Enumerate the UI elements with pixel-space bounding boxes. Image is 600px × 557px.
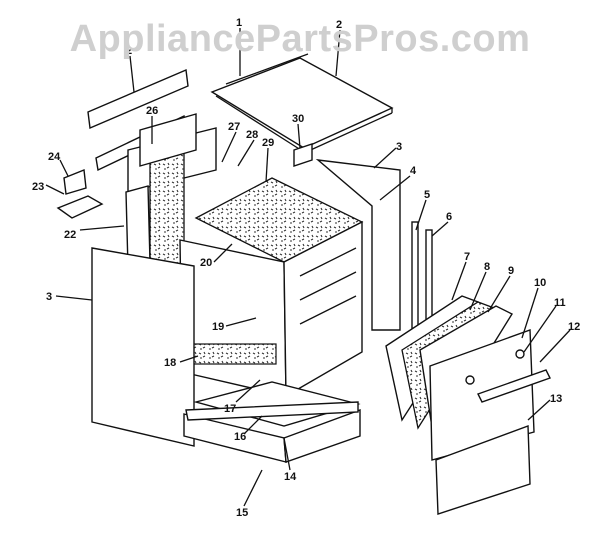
callout-2-top: 2 [336, 19, 342, 31]
callout-10: 10 [534, 277, 546, 289]
callout-22: 22 [64, 229, 76, 241]
callout-3-right: 3 [396, 141, 402, 153]
callout-16: 16 [234, 431, 246, 443]
oven-cavity [179, 177, 364, 398]
callout-6: 6 [446, 211, 452, 223]
callout-14: 14 [284, 471, 297, 483]
door-handle [477, 369, 551, 403]
callout-27: 27 [228, 121, 240, 133]
callout-24: 24 [48, 151, 61, 163]
callout-1: 1 [236, 17, 242, 29]
callout-8: 8 [484, 261, 490, 273]
callout-13: 13 [550, 393, 562, 405]
insulation-frame [125, 113, 217, 271]
small-brackets [56, 169, 104, 219]
bottom-panel [435, 425, 531, 515]
callout-30: 30 [292, 113, 304, 125]
watermark: AppliancePartsPros.com [69, 18, 531, 60]
callout-9: 9 [508, 265, 514, 277]
callout-20: 20 [200, 257, 212, 269]
bottom-drawer [183, 381, 361, 463]
callout-23: 23 [32, 181, 44, 193]
callout-15: 15 [236, 507, 248, 519]
part-30 [293, 143, 313, 167]
callout-29: 29 [262, 137, 274, 149]
callout-3-left: 3 [46, 291, 52, 303]
top-panel [210, 53, 394, 154]
callout-26: 26 [146, 105, 158, 117]
callout-17: 17 [224, 403, 236, 415]
callout-12: 12 [568, 321, 580, 333]
callout-18: 18 [164, 357, 176, 369]
callout-5: 5 [424, 189, 430, 201]
door-assembly [385, 295, 535, 461]
leader-lines [45, 28, 571, 507]
callout-labels: 1 2 2 3 3 4 5 6 7 8 9 10 11 12 13 14 15 … [32, 17, 580, 519]
left-side-panel [91, 247, 195, 447]
callout-4: 4 [410, 165, 417, 177]
right-side-panel [315, 159, 401, 331]
callout-19: 19 [212, 321, 224, 333]
callout-28: 28 [246, 129, 258, 141]
callout-2-rear: 2 [126, 45, 132, 57]
callout-11: 11 [554, 297, 566, 309]
callout-7: 7 [464, 251, 470, 263]
